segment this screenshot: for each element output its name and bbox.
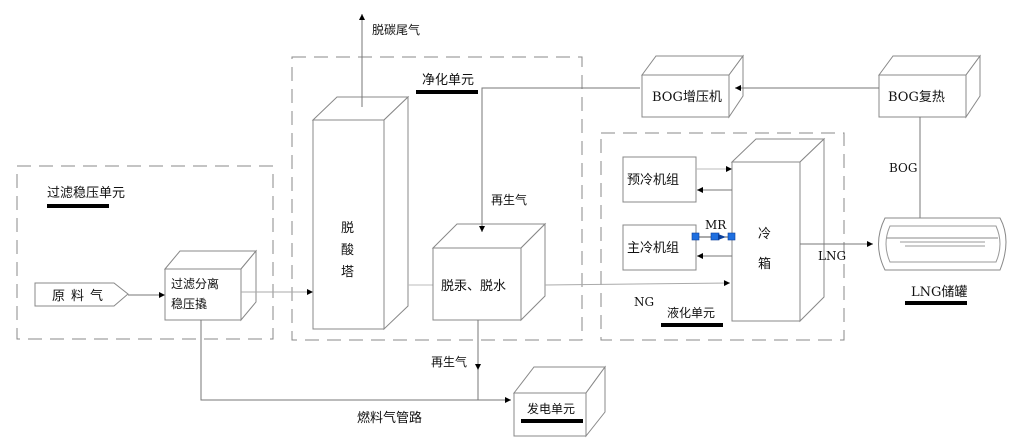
ng-line bbox=[544, 280, 731, 287]
power-unit-label: 发电单元 bbox=[527, 401, 575, 416]
filter-unit-title-bar bbox=[47, 204, 109, 208]
filter-skid-label-2: 稳压撬 bbox=[171, 296, 207, 311]
purify-unit-boundary bbox=[291, 56, 583, 341]
lng-label: LNG bbox=[818, 249, 846, 263]
bog-reheat-box bbox=[878, 54, 981, 119]
mr-label: MR bbox=[705, 218, 727, 232]
ng-label: NG bbox=[634, 295, 654, 309]
bog-compressor-box bbox=[641, 54, 744, 119]
regen-gas-top-label: 再生气 bbox=[491, 192, 527, 207]
mr-valve-2[interactable] bbox=[710, 232, 720, 241]
precool-unit-box bbox=[622, 156, 697, 203]
deacid-tower-label-2: 酸 bbox=[341, 243, 354, 258]
purify-unit-title: 净化单元 bbox=[422, 73, 474, 88]
filter-unit-boundary bbox=[16, 165, 274, 340]
dehg-dewater-box bbox=[431, 222, 547, 322]
lng-tank-label: LNG储罐 bbox=[911, 285, 967, 300]
fuel-gas-pipeline bbox=[200, 320, 511, 403]
deacid-tower-box bbox=[311, 95, 410, 331]
cold-box-label-1: 冷 bbox=[758, 227, 771, 242]
dehg-dewater-label: 脱汞、脱水 bbox=[441, 279, 506, 294]
feed-gas-label: 原料气 bbox=[52, 288, 109, 304]
liquefy-unit-title: 液化单元 bbox=[667, 305, 715, 320]
lng-tank bbox=[878, 217, 1007, 271]
decarb-tail-gas-label: 脱碳尾气 bbox=[372, 22, 420, 37]
cold-box-label-2: 箱 bbox=[758, 256, 771, 272]
liquefy-unit-title-bar bbox=[661, 323, 723, 327]
main-cool-unit-box bbox=[622, 224, 697, 271]
filter-skid-label-1: 过滤分离 bbox=[171, 276, 219, 291]
main-cool-unit-label: 主冷机组 bbox=[627, 241, 679, 256]
deacid-tower-label-3: 塔 bbox=[341, 265, 354, 280]
bog-to-regen-line bbox=[479, 87, 640, 232]
deacid-tower-label-1: 脱 bbox=[341, 221, 354, 236]
bog-stream-label: BOG bbox=[889, 161, 917, 175]
purify-unit-title-bar bbox=[416, 90, 478, 94]
regen-gas-bottom-label: 再生气 bbox=[431, 354, 467, 369]
filter-skid-box bbox=[163, 249, 258, 322]
filter-unit-title: 过滤稳压单元 bbox=[47, 185, 125, 201]
bog-compressor-label: BOG增压机 bbox=[652, 90, 722, 105]
fuel-gas-pipeline-label: 燃料气管路 bbox=[357, 410, 422, 426]
power-unit-box bbox=[512, 365, 606, 438]
mr-valve-arrow bbox=[718, 234, 726, 240]
feed-gas-tag bbox=[34, 282, 129, 307]
bog-reheat-label: BOG复热 bbox=[888, 90, 945, 105]
mr-valve-3[interactable] bbox=[727, 232, 736, 241]
lng-tank-title-bar bbox=[905, 301, 967, 305]
cold-box bbox=[730, 137, 826, 323]
mr-valve-1[interactable] bbox=[691, 232, 700, 241]
precool-unit-label: 预冷机组 bbox=[627, 173, 679, 188]
liquefy-unit-boundary bbox=[600, 132, 845, 341]
power-unit-title-bar bbox=[521, 419, 583, 423]
